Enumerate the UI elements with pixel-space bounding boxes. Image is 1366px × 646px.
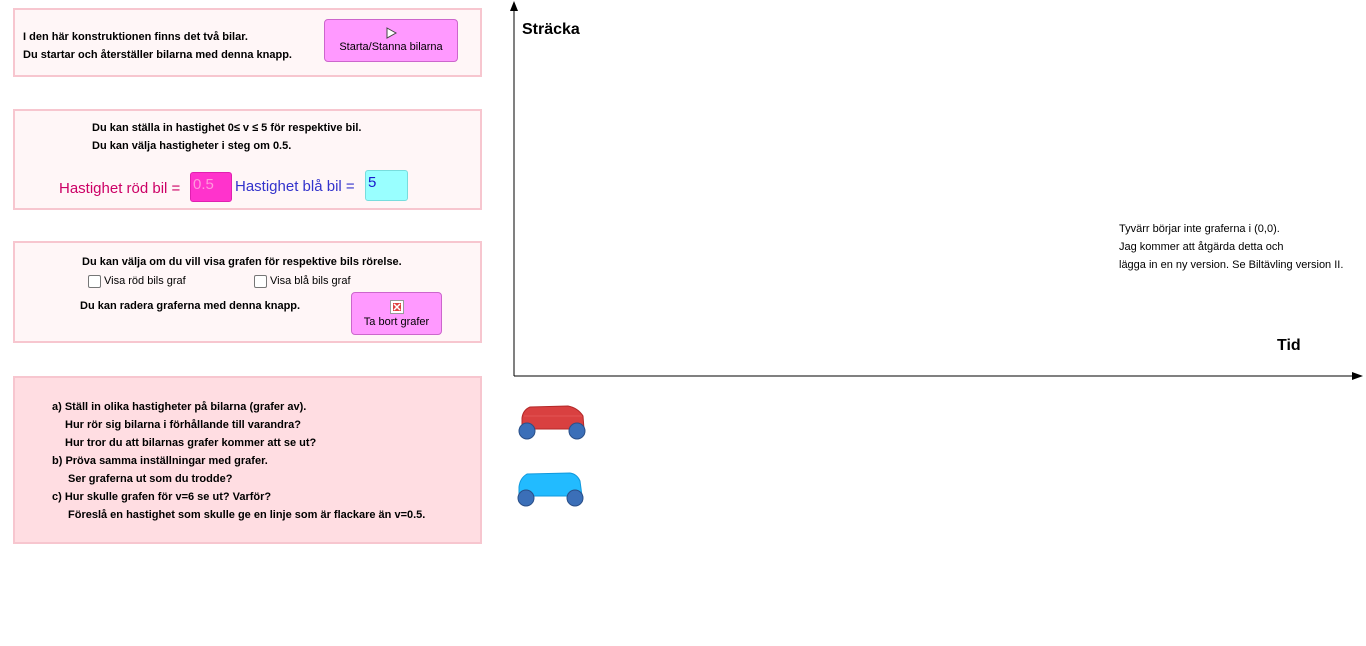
y-axis-arrow — [510, 1, 518, 11]
broken-image-icon — [389, 300, 404, 314]
show-red-graph-checkbox[interactable] — [88, 275, 101, 288]
question-line: Hur rör sig bilarna i förhållande till v… — [65, 419, 301, 431]
speed-panel-line2: Du kan välja hastigheter i steg om 0.5. — [92, 140, 292, 152]
delete-graphs-button[interactable]: Ta bort grafer — [351, 292, 442, 335]
blue-car-icon[interactable] — [516, 469, 588, 509]
question-line: Ser graferna ut som du trodde? — [68, 473, 233, 485]
question-line: a) Ställ in olika hastigheter på bilarna… — [52, 401, 307, 413]
show-red-graph-label[interactable]: Visa röd bils graf — [104, 275, 186, 287]
delete-graphs-button-label: Ta bort grafer — [363, 316, 430, 328]
start-stop-button-label: Starta/Stanna bilarna — [339, 41, 443, 53]
graph-note-line: Tyvärr börjar inte graferna i (0,0). — [1119, 223, 1280, 235]
red-speed-label: Hastighet röd bil = — [59, 180, 181, 197]
delete-graphs-text: Du kan radera graferna med denna knapp. — [80, 300, 301, 312]
questions-panel: a) Ställ in olika hastigheter på bilarna… — [13, 376, 482, 544]
show-blue-graph-label[interactable]: Visa blå bils graf — [270, 275, 351, 287]
start-stop-button[interactable]: Starta/Stanna bilarna — [324, 19, 458, 62]
x-axis-label: Tid — [1277, 337, 1301, 354]
graph-panel: Du kan välja om du vill visa grafen för … — [13, 241, 482, 343]
start-panel: I den här konstruktionen finns det två b… — [13, 8, 482, 77]
red-speed-input[interactable]: 0.5 — [190, 172, 232, 202]
start-panel-line1: I den här konstruktionen finns det två b… — [23, 31, 248, 43]
question-line: c) Hur skulle grafen för v=6 se ut? Varf… — [52, 491, 272, 503]
y-axis-label: Sträcka — [522, 21, 580, 38]
x-axis-arrow — [1352, 372, 1363, 380]
red-car-icon[interactable] — [516, 402, 588, 442]
question-line: Föreslå en hastighet som skulle ge en li… — [68, 509, 426, 521]
speed-panel-line1: Du kan ställa in hastighet 0≤ v ≤ 5 för … — [92, 122, 362, 134]
graph-panel-line1: Du kan välja om du vill visa grafen för … — [82, 256, 402, 268]
speed-panel: Du kan ställa in hastighet 0≤ v ≤ 5 för … — [13, 109, 482, 210]
show-blue-graph-checkbox[interactable] — [254, 275, 267, 288]
blue-speed-label: Hastighet blå bil = — [235, 178, 355, 195]
graph-note-line: lägga in en ny version. Se Biltävling ve… — [1119, 259, 1344, 271]
graph-note-line: Jag kommer att åtgärda detta och — [1119, 241, 1284, 253]
question-line: b) Pröva samma inställningar med grafer. — [52, 455, 268, 467]
start-panel-line2: Du startar och återställer bilarna med d… — [23, 49, 292, 61]
play-icon — [386, 27, 397, 39]
question-line: Hur tror du att bilarnas grafer kommer a… — [65, 437, 317, 449]
blue-speed-input[interactable]: 5 — [365, 170, 408, 201]
